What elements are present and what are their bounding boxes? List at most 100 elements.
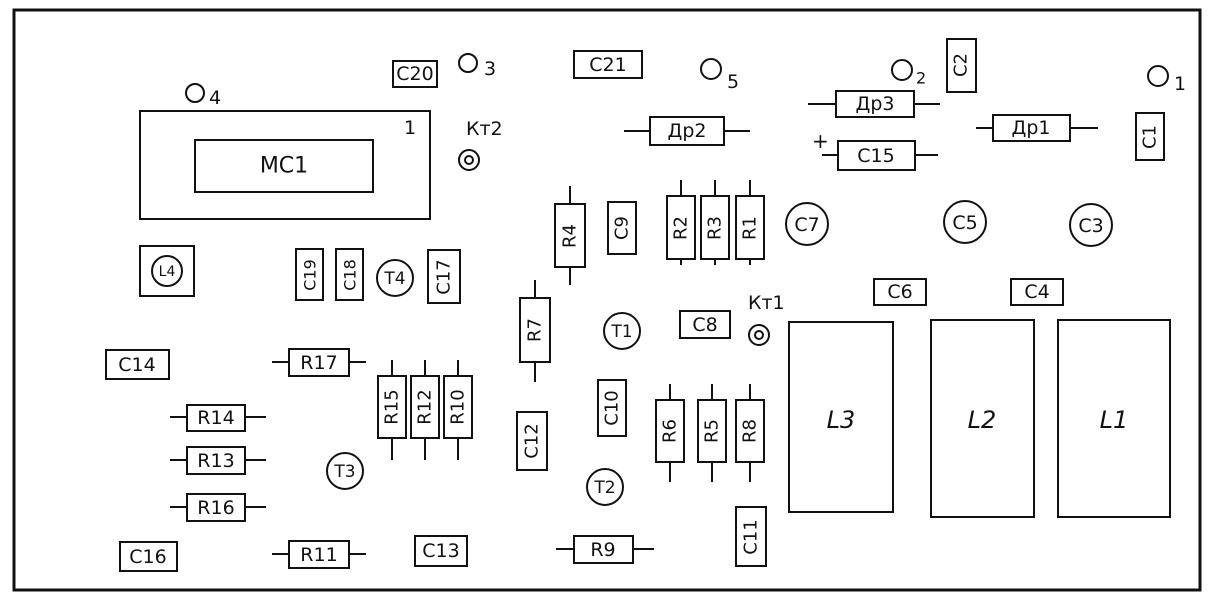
label-t3: T3	[333, 462, 355, 482]
label-r9: R9	[590, 539, 615, 561]
capacitor-c4	[1010, 278, 1064, 306]
resistor-r16	[186, 493, 246, 522]
coil-l2	[930, 319, 1035, 518]
coil-l1	[1057, 319, 1171, 518]
label-kt2: Кт2	[466, 118, 503, 140]
label-r3: R3	[705, 216, 726, 240]
label-l2: L2	[968, 406, 997, 434]
label-pad-5: 5	[727, 71, 739, 93]
capacitor-c11	[735, 506, 767, 567]
label-c13: C13	[422, 540, 459, 562]
label-c18: C18	[341, 259, 360, 291]
choke-dr1	[992, 114, 1071, 142]
resistor-r14	[186, 404, 246, 432]
resistor-r1	[735, 195, 765, 260]
label-c9: C9	[612, 216, 633, 240]
label-r11: R11	[300, 544, 337, 566]
label-c1: C1	[1140, 125, 1161, 149]
capacitor-c7	[785, 202, 829, 246]
resistor-r3	[700, 195, 730, 260]
choke-dr3	[835, 90, 915, 118]
resistor-r15	[377, 375, 407, 439]
resistor-r6	[655, 399, 685, 463]
label-r16: R16	[197, 497, 234, 519]
capacitor-c5	[943, 200, 987, 244]
pad-5	[700, 58, 722, 80]
choke-dr2	[649, 116, 725, 146]
label-c10: C10	[602, 390, 623, 425]
resistor-r10	[443, 375, 473, 439]
label-r2: R2	[671, 216, 692, 240]
resistor-r11	[288, 540, 350, 569]
transistor-t1	[603, 312, 641, 350]
capacitor-c10	[597, 379, 627, 437]
label-c16: C16	[129, 546, 166, 568]
test-point-kt1	[748, 324, 770, 346]
pad-3	[458, 53, 478, 73]
label-c17: C17	[434, 259, 455, 294]
capacitor-c19	[295, 248, 324, 301]
label-r6: R6	[660, 419, 681, 443]
capacitor-c6	[873, 278, 927, 306]
label-c19: C19	[301, 259, 320, 291]
label-c21: C21	[589, 54, 626, 76]
resistor-r12	[410, 375, 440, 439]
capacitor-c12	[516, 411, 548, 471]
label-r17: R17	[300, 352, 337, 374]
label-dr2: Др2	[668, 120, 707, 142]
chip-mc1-body	[139, 110, 431, 220]
label-pad-2: 2	[916, 69, 926, 88]
label-mc1: MC1	[260, 154, 308, 179]
capacitor-c9	[607, 201, 637, 255]
label-c15-polarity: +	[812, 129, 829, 153]
capacitor-c1	[1135, 112, 1165, 161]
resistor-r4	[554, 203, 586, 268]
capacitor-c14	[105, 349, 170, 380]
label-c7: C7	[794, 214, 819, 236]
capacitor-c3	[1069, 203, 1113, 247]
label-pad-3: 3	[484, 58, 496, 80]
test-point-kt2	[458, 149, 480, 171]
capacitor-c21	[573, 50, 643, 79]
label-c6: C6	[887, 281, 912, 303]
label-c2: C2	[951, 53, 972, 77]
label-c12: C12	[522, 423, 543, 458]
capacitor-c13	[414, 535, 468, 567]
label-pad-1: 1	[1174, 73, 1186, 95]
label-r8: R8	[740, 419, 761, 443]
label-r4: R4	[560, 224, 581, 248]
resistor-r17	[288, 348, 350, 377]
label-r15: R15	[382, 389, 403, 424]
resistor-r5	[697, 399, 727, 463]
resistor-r7	[519, 297, 551, 363]
label-t1: T1	[610, 322, 632, 342]
label-l3: L3	[827, 406, 856, 434]
pad-1	[1147, 65, 1169, 87]
label-l1: L1	[1100, 406, 1129, 434]
label-c11: C11	[741, 519, 762, 554]
capacitor-c18	[335, 248, 364, 301]
chip-mc1-window	[194, 139, 374, 193]
resistor-r8	[735, 399, 765, 463]
transistor-t3	[326, 452, 364, 490]
label-pad-4: 4	[209, 87, 221, 109]
coil-l3	[788, 321, 894, 513]
label-mc1-pin1: 1	[404, 117, 416, 139]
label-r5: R5	[702, 419, 723, 443]
label-t4: T4	[383, 269, 405, 289]
label-c20: C20	[396, 63, 433, 85]
label-c8: C8	[692, 314, 717, 336]
label-t2: T2	[593, 478, 615, 498]
label-c14: C14	[118, 354, 155, 376]
label-l4: L4	[159, 264, 176, 280]
transistor-t4	[376, 259, 414, 297]
label-r14: R14	[197, 407, 234, 429]
capacitor-c2	[946, 38, 977, 93]
transistor-t2	[586, 468, 624, 506]
label-c5: C5	[952, 212, 977, 234]
capacitor-c17	[427, 249, 461, 304]
label-c3: C3	[1078, 215, 1103, 237]
label-c4: C4	[1024, 281, 1049, 303]
label-r13: R13	[197, 450, 234, 472]
